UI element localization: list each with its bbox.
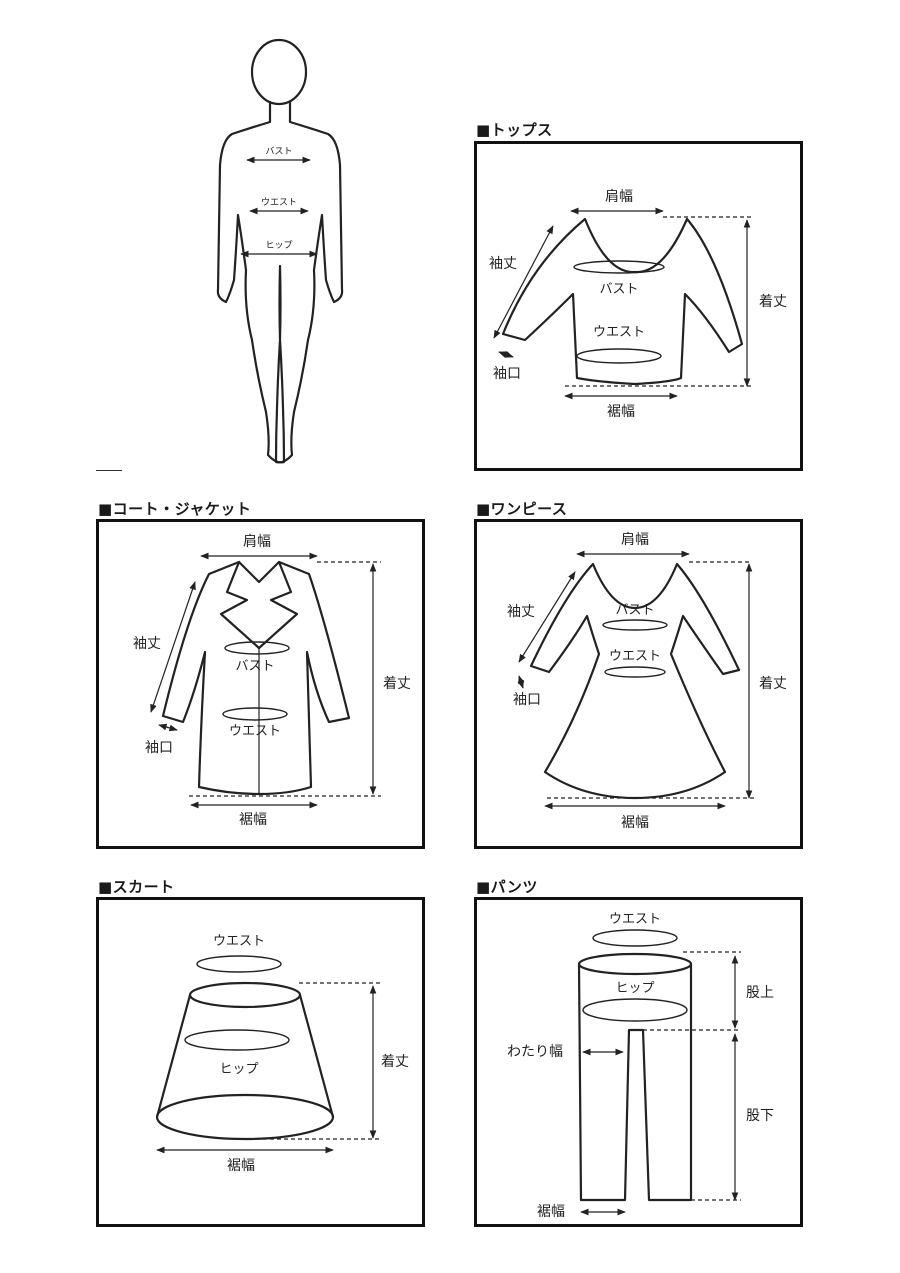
skirt-waist-ellipse xyxy=(196,955,282,973)
tops-hem-label: 裾幅 xyxy=(607,404,635,420)
tops-cuff-line xyxy=(498,351,514,358)
pants-hem-label: 裾幅 xyxy=(537,1204,565,1220)
coat-lapel-left xyxy=(219,560,261,650)
tops-length-label: 着丈 xyxy=(759,294,787,310)
skirt-hip-ellipse xyxy=(184,1029,290,1051)
panel-pants: ウエスト 股上 ヒップ わたり幅 股下 裾幅 xyxy=(474,897,803,1227)
tops-sleeve-length-label: 袖丈 xyxy=(489,256,517,272)
skirt-body-outline xyxy=(155,993,335,1119)
coat-lapel-right xyxy=(257,560,299,650)
pants-hip-label: ヒップ xyxy=(615,981,654,996)
section-title-onepiece: ■ワンピース xyxy=(476,500,568,518)
coat-diagram: 肩幅 袖丈 着丈 バスト ウエスト 袖口 裾幅 xyxy=(133,534,411,828)
panel-coat: 肩幅 袖丈 着丈 バスト ウエスト 袖口 裾幅 xyxy=(96,519,425,849)
coat-bust-ellipse xyxy=(224,641,290,655)
coat-shoulder-label: 肩幅 xyxy=(243,534,271,550)
section-title-tops: ■トップス xyxy=(476,121,553,139)
section-title-skirt: ■スカート xyxy=(98,878,175,896)
skirt-hem-label: 裾幅 xyxy=(227,1158,255,1174)
coat-sleeve-length-line xyxy=(150,581,196,713)
hip-label: ヒップ xyxy=(265,240,292,251)
coat-bust-label: バスト xyxy=(235,659,274,674)
skirt-waistband-outline xyxy=(188,981,302,1009)
tops-waist-label: ウエスト xyxy=(593,325,645,340)
skirt-hip-label: ヒップ xyxy=(219,1062,258,1077)
coat-hem-label: 裾幅 xyxy=(239,812,267,828)
section-title-coat: ■コート・ジャケット xyxy=(98,500,252,518)
skirt-length-label: 着丈 xyxy=(381,1054,409,1070)
onepiece-cuff-label: 袖口 xyxy=(513,692,541,708)
tops-bust-ellipse xyxy=(573,260,665,274)
tops-bust-label: バスト xyxy=(599,282,638,297)
pants-hip-ellipse xyxy=(582,998,688,1022)
onepiece-sleeve-length-line xyxy=(518,571,576,663)
onepiece-hem-label: 裾幅 xyxy=(621,815,649,831)
pants-inseam-label: 股下 xyxy=(746,1108,774,1124)
panel-tops: 肩幅 袖丈 バスト 着丈 ウエスト 袖口 裾幅 xyxy=(474,141,803,471)
onepiece-sleeve-length-label: 袖丈 xyxy=(507,604,535,620)
onepiece-cuff-line xyxy=(517,675,525,689)
head-outline xyxy=(250,38,308,106)
skirt-diagram: ウエスト 着丈 ヒップ 裾幅 xyxy=(155,934,409,1174)
coat-cuff-line xyxy=(158,723,178,732)
coat-waist-label: ウエスト xyxy=(229,724,281,739)
body-outline xyxy=(216,100,344,464)
tops-garment-outline xyxy=(501,217,744,386)
tops-waist-ellipse xyxy=(576,348,662,364)
onepiece-bust-ellipse xyxy=(602,619,668,631)
pants-waistband-outline xyxy=(577,952,693,976)
coat-garment-outline xyxy=(161,560,351,796)
section-title-pants: ■パンツ xyxy=(476,878,538,896)
bust-label: バスト xyxy=(265,146,292,157)
panel-onepiece: 肩幅 袖丈 バスト 着丈 ウエスト 袖口 裾幅 xyxy=(474,519,803,849)
onepiece-length-label: 着丈 xyxy=(759,676,787,692)
onepiece-waist-ellipse xyxy=(604,666,666,678)
waist-label: ウエスト xyxy=(261,197,297,208)
onepiece-bust-label: バスト xyxy=(615,603,654,618)
tops-shoulder-label: 肩幅 xyxy=(605,189,633,205)
onepiece-waist-label: ウエスト xyxy=(609,649,661,664)
panel-skirt: ウエスト 着丈 ヒップ 裾幅 xyxy=(96,897,425,1227)
coat-waist-ellipse xyxy=(222,707,288,721)
tops-cuff-label: 袖口 xyxy=(493,366,521,382)
skirt-waist-label: ウエスト xyxy=(213,934,265,949)
onepiece-garment-outline xyxy=(529,562,741,800)
coat-length-label: 着丈 xyxy=(383,676,411,692)
pants-thigh-label: わたり幅 xyxy=(507,1044,563,1060)
skirt-hem-outline xyxy=(155,1093,335,1141)
tops-diagram: 肩幅 袖丈 バスト 着丈 ウエスト 袖口 裾幅 xyxy=(489,189,787,420)
tops-sleeve-length-line xyxy=(493,225,554,339)
coat-cuff-label: 袖口 xyxy=(145,740,173,756)
divider-dash xyxy=(96,470,122,471)
coat-sleeve-length-label: 袖丈 xyxy=(133,636,161,652)
pants-waist-label: ウエスト xyxy=(609,912,661,927)
onepiece-diagram: 肩幅 袖丈 バスト 着丈 ウエスト 袖口 裾幅 xyxy=(507,532,787,831)
onepiece-shoulder-label: 肩幅 xyxy=(621,532,649,548)
pants-diagram: ウエスト 股上 ヒップ わたり幅 股下 裾幅 xyxy=(507,912,774,1220)
body-figure: バスト ウエスト ヒップ xyxy=(216,38,344,464)
pants-rise-label: 股上 xyxy=(746,985,774,1001)
pants-waist-ellipse xyxy=(592,929,678,947)
